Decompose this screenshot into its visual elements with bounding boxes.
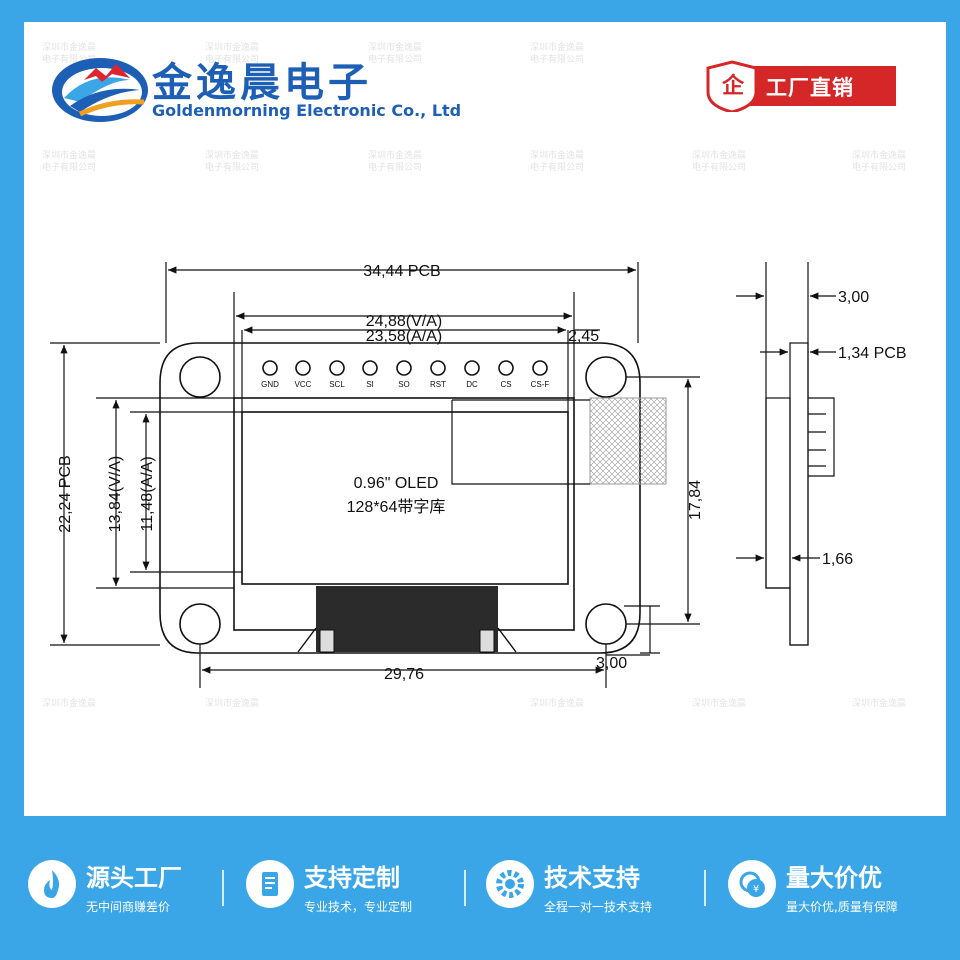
document-icon	[246, 860, 294, 908]
pin-pad	[262, 360, 278, 376]
watermark: 深圳市金逸晨电子有限公司	[530, 151, 585, 173]
watermark: 深圳市金逸晨电子有限公司	[42, 151, 97, 173]
watermark: 深圳市金逸晨	[205, 699, 260, 709]
watermark: 深圳市金逸晨	[42, 699, 97, 709]
watermark: 深圳市金逸晨	[852, 699, 907, 709]
active-area	[241, 411, 569, 585]
flex-tab	[479, 629, 495, 653]
gear-icon	[486, 860, 534, 908]
company-name-cn: 金逸晨电子	[152, 60, 372, 106]
dim-hole-spacing-y: 17,84	[687, 480, 704, 520]
feature-title: 支持定制	[304, 864, 400, 892]
watermark: 深圳市金逸晨电子有限公司	[692, 151, 747, 173]
dim-side-thickness: 3,00	[838, 289, 869, 306]
company-name-en: Goldenmorning Electronic Co., Ltd	[152, 101, 462, 120]
pin-label: RST	[430, 380, 446, 389]
dim-aa-height: 11,48(A/A)	[139, 456, 156, 531]
pin-pad	[295, 360, 311, 376]
pin-pad	[362, 360, 378, 376]
watermark: 深圳市金逸晨电子有限公司	[368, 151, 423, 173]
factory-direct-badge	[706, 60, 896, 112]
pin-pad	[464, 360, 480, 376]
pin-pad	[329, 360, 345, 376]
dim-va-height: 13,84(V/A)	[107, 456, 124, 532]
side-display	[765, 397, 791, 589]
watermark: 深圳市金逸晨	[530, 699, 585, 709]
pin-label: DC	[466, 380, 478, 389]
pin-label: GND	[261, 380, 279, 389]
feature-subtitle: 量大价优,质量有保障	[786, 900, 898, 914]
watermark: 深圳市金逸晨电子有限公司	[852, 151, 907, 173]
feature-title: 源头工厂	[86, 864, 182, 892]
pin-label: SI	[366, 380, 374, 389]
feature-title: 技术支持	[544, 864, 640, 892]
pin-pad	[430, 360, 446, 376]
dim-aa-width: 23,58(A/A)	[366, 328, 442, 345]
font-chip	[589, 397, 667, 485]
module-label: 128*64带字库	[347, 498, 446, 516]
feature-subtitle: 专业技术，专业定制	[304, 900, 413, 914]
watermark: 深圳市金逸晨电子有限公司	[42, 43, 97, 65]
dim-side-offset: 1,66	[822, 551, 853, 568]
company-logo-icon	[52, 58, 148, 122]
pin-label: SO	[398, 380, 410, 389]
pcb-outline	[159, 342, 641, 654]
dim-right-offset: 2,45	[568, 328, 599, 345]
pin-label: SCL	[329, 380, 345, 389]
pin-pad	[532, 360, 548, 376]
pin-pad	[396, 360, 412, 376]
pin-label: VCC	[295, 380, 312, 389]
svg-text:¥: ¥	[753, 884, 759, 895]
divider	[704, 870, 706, 906]
module-label: 0.96" OLED	[354, 475, 439, 492]
dim-va-width: 24,88(V/A)	[366, 313, 442, 330]
coins-icon: ¥	[728, 860, 776, 908]
dim-pcb-thickness: 1,34 PCB	[838, 345, 906, 362]
dim-hole-offset: 3,00	[596, 655, 627, 672]
flex-tab	[319, 629, 335, 653]
pin-pad	[498, 360, 514, 376]
dim-pcb-width: 34,44 PCB	[363, 263, 440, 280]
dim-hole-spacing-x: 29,76	[384, 666, 424, 683]
watermark: 深圳市金逸晨	[692, 699, 747, 709]
watermark: 深圳市金逸晨电子有限公司	[530, 43, 585, 65]
divider	[222, 870, 224, 906]
feature-subtitle: 无中间商赚差价	[86, 900, 171, 914]
watermark: 深圳市金逸晨电子有限公司	[205, 43, 260, 65]
feature-title: 量大价优	[786, 864, 882, 892]
feature-subtitle: 全程一对一技术支持	[544, 900, 653, 914]
pin-label: CS	[500, 380, 511, 389]
mount-hole	[179, 356, 221, 398]
watermark: 深圳市金逸晨电子有限公司	[205, 151, 260, 173]
flame-icon	[28, 860, 76, 908]
divider	[464, 870, 466, 906]
flex-cable	[316, 586, 498, 652]
watermark: 深圳市金逸晨电子有限公司	[368, 43, 423, 65]
pin-label: CS-F	[531, 380, 550, 389]
side-pcb	[789, 342, 809, 646]
badge-text: 工厂直销	[766, 76, 854, 100]
dim-pcb-height: 22,24 PCB	[57, 455, 74, 532]
badge-shield-icon: 企	[721, 74, 744, 99]
